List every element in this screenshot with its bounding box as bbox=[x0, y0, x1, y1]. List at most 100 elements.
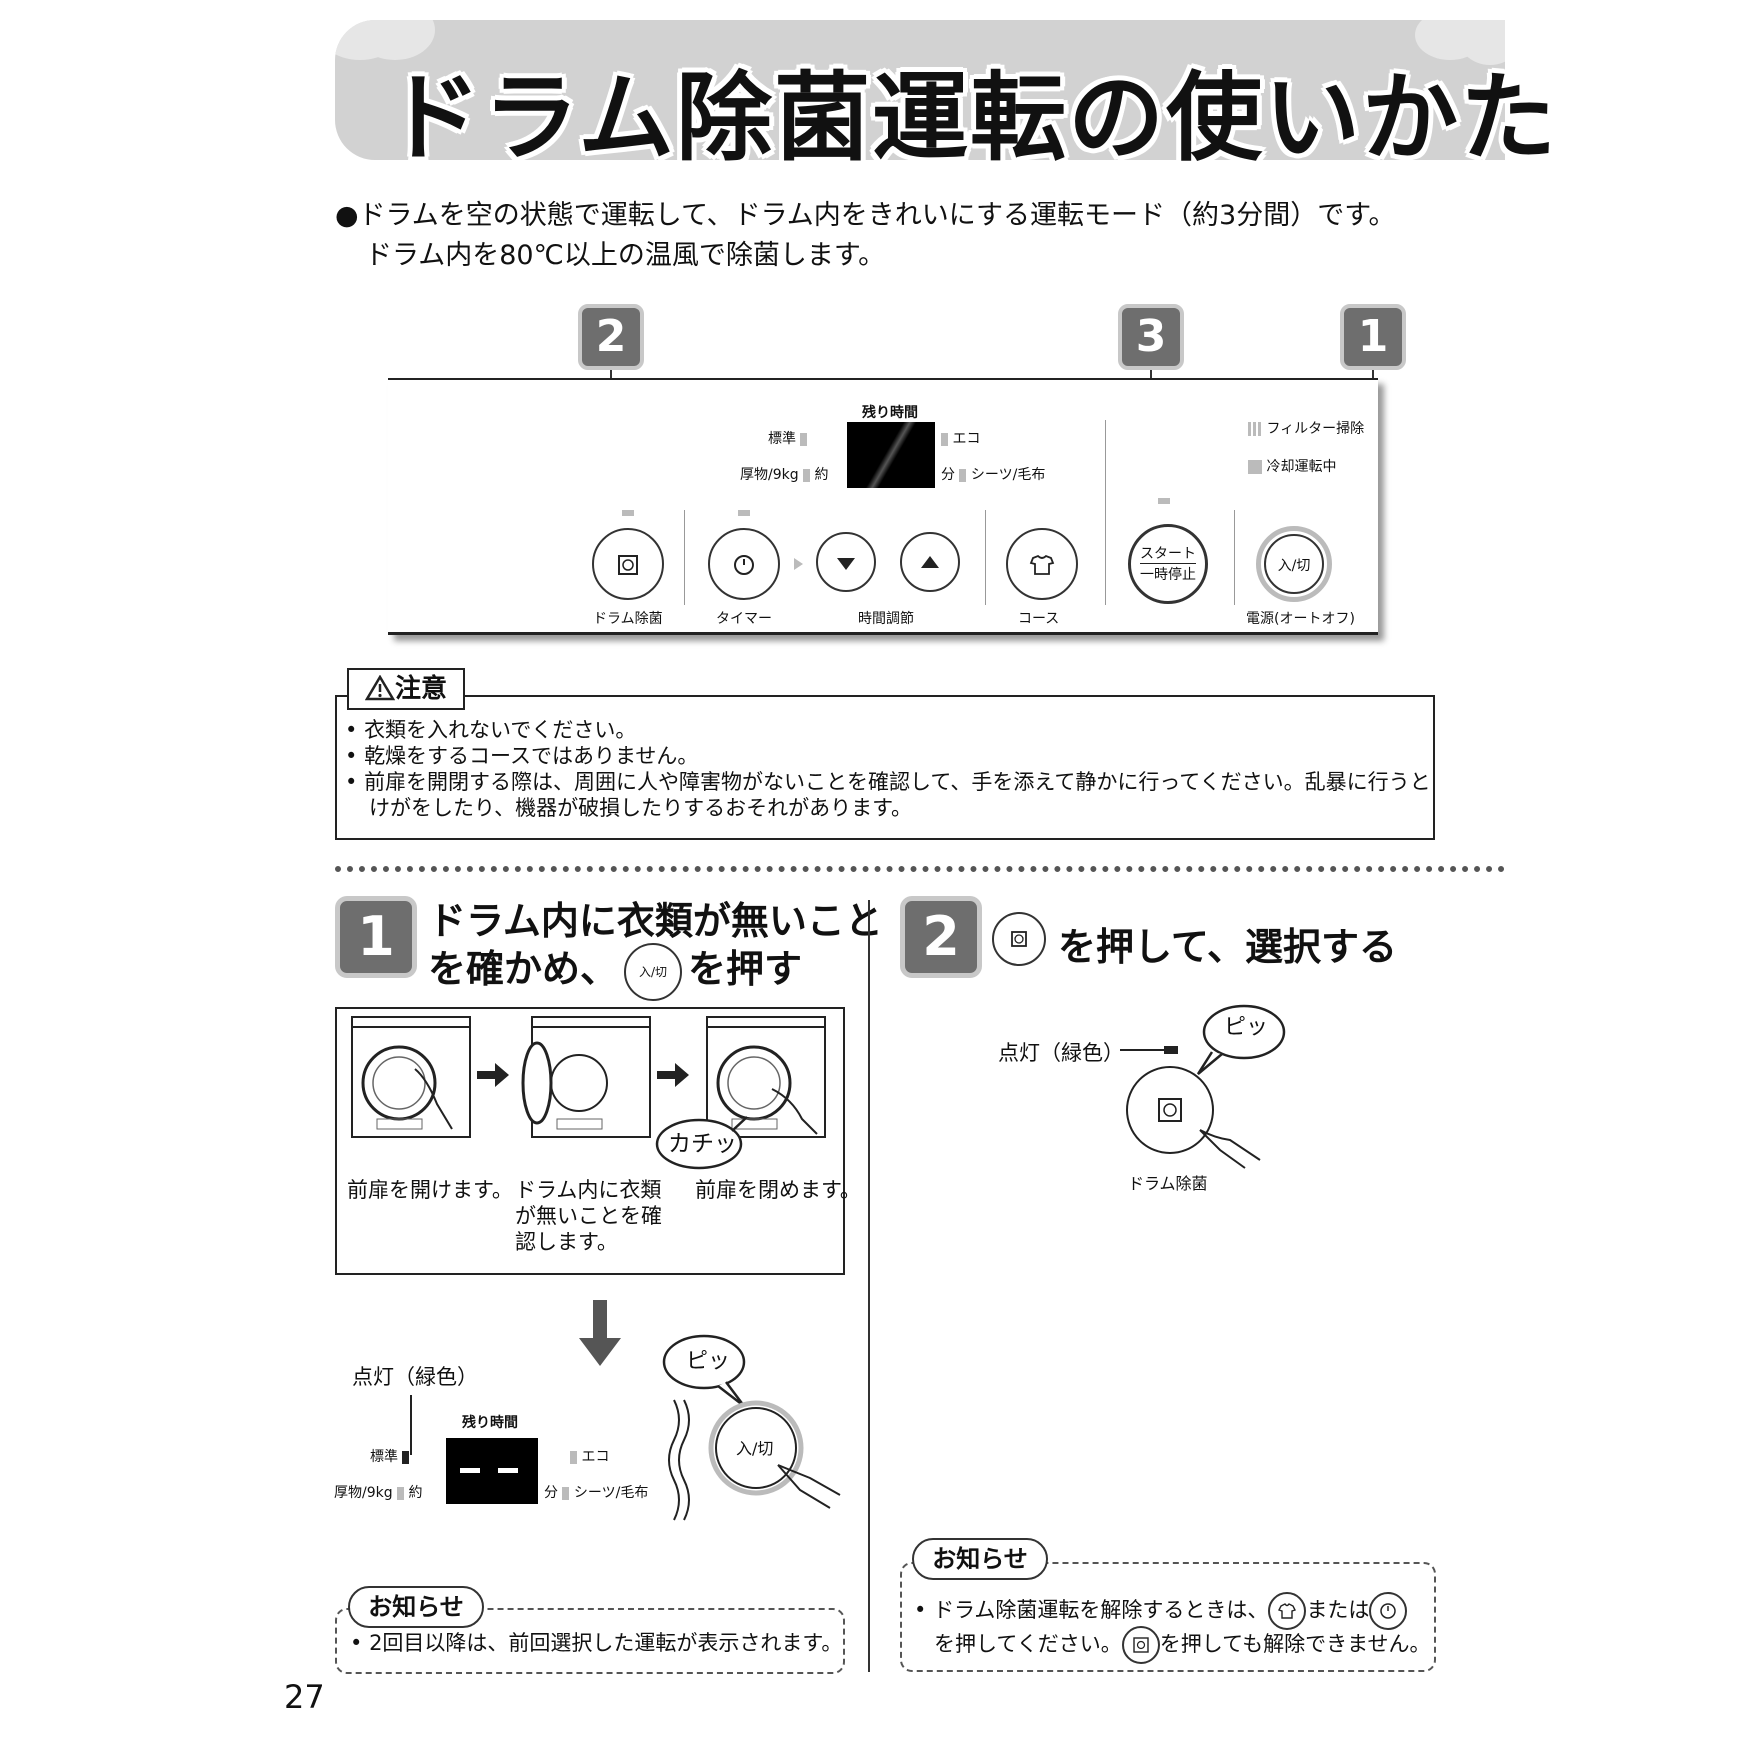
timer-label: タイマー bbox=[716, 611, 772, 627]
separator bbox=[1234, 510, 1235, 605]
speech-bubble bbox=[655, 1118, 743, 1170]
drum-sterilize-label: ドラム除菌 bbox=[593, 611, 663, 627]
panel-badge-1: 1 bbox=[1340, 304, 1406, 370]
notice-left-tag: お知らせ bbox=[348, 1586, 484, 1628]
door-illustration-box: カチッ 前扉を開けます。 ドラム内に衣類 が無いことを確 認します。 前扉を閉め… bbox=[335, 1007, 861, 1275]
arrow-right-icon bbox=[477, 1063, 509, 1087]
power-press-illustration bbox=[662, 1334, 841, 1521]
panel-badge-3: 3 bbox=[1118, 304, 1184, 370]
drum-icon bbox=[618, 555, 638, 575]
drum-icon-button bbox=[992, 912, 1046, 966]
drum-icon bbox=[1121, 1626, 1160, 1664]
control-panel: 残り時間 標準 厚物/9kg 約 エコ 分 シーツ/毛布 フィルター掃除 冷却運… bbox=[388, 378, 1378, 635]
lit-green-label: 点灯（緑色） bbox=[352, 1365, 478, 1389]
caution-tag-label: 注意 bbox=[394, 674, 447, 704]
list-item: • 衣類を入れないでください。 bbox=[345, 718, 637, 742]
panel-badge-2: 2 bbox=[578, 304, 644, 370]
caption-close: 前扉を閉めます。 bbox=[695, 1178, 861, 1202]
dotted-divider bbox=[335, 866, 1505, 872]
drum-sterilize-button[interactable] bbox=[592, 528, 664, 600]
separator bbox=[985, 510, 986, 605]
separator bbox=[684, 510, 685, 605]
drum-icon bbox=[1011, 931, 1027, 947]
intro-line-2: ドラム内を80℃以上の温風で除菌します。 bbox=[365, 240, 886, 271]
caution-tag: 注意 bbox=[347, 668, 465, 710]
time-display bbox=[847, 422, 935, 488]
separator bbox=[1105, 420, 1106, 605]
power-button-label: 入/切 bbox=[1277, 558, 1311, 574]
triangle-down-icon bbox=[837, 558, 855, 570]
page-number: 27 bbox=[284, 1678, 325, 1716]
cooling-label: 冷却運転中 bbox=[1248, 456, 1336, 476]
power-icon-button: 入/切 bbox=[624, 942, 683, 1001]
notice-right-line1: • ドラム除菌運転を解除するときは、または bbox=[914, 1592, 1408, 1630]
lit-green-label: 点灯（緑色） bbox=[998, 1041, 1124, 1065]
time-up-button[interactable] bbox=[900, 532, 960, 592]
caution-box bbox=[335, 695, 1435, 840]
timer-button[interactable] bbox=[708, 528, 780, 600]
step1-heading-line1: ドラム内に衣類が無いこと bbox=[428, 899, 883, 943]
warning-icon bbox=[364, 674, 396, 701]
sheets-label: 分 シーツ/毛布 bbox=[941, 467, 1046, 483]
time-display-dashes bbox=[446, 1438, 538, 1504]
start-pause-button[interactable]: スタート 一時停止 bbox=[1128, 524, 1208, 604]
course-button[interactable] bbox=[1006, 528, 1078, 600]
speech-bubble bbox=[662, 1334, 746, 1390]
eco-label: エコ bbox=[941, 428, 980, 448]
arrow-right-icon bbox=[657, 1063, 689, 1087]
sheets-label: 分 シーツ/毛布 bbox=[544, 1485, 649, 1501]
time-down-button[interactable] bbox=[816, 532, 876, 592]
arrow-down-icon bbox=[579, 1300, 621, 1366]
step1-heading-line2: を確かめ、入/切を押す bbox=[428, 938, 802, 1001]
title-band bbox=[335, 20, 1505, 160]
notice-left-text: • 2回目以降は、前回選択した運転が表示されます。 bbox=[350, 1631, 843, 1655]
clock-icon bbox=[734, 555, 754, 575]
notice-left-box bbox=[335, 1608, 845, 1674]
caution-list: • 衣類を入れないでください。 • 乾燥をするコースではありません。 • 前扉を… bbox=[345, 717, 1431, 821]
lit-pointer bbox=[410, 1395, 412, 1455]
thick-label: 厚物/9kg 約 bbox=[334, 1485, 423, 1501]
remaining-time-label: 残り時間 bbox=[462, 1415, 518, 1431]
course-label: コース bbox=[1018, 611, 1060, 627]
step2-badge: 2 bbox=[900, 896, 982, 978]
eco-label: エコ bbox=[570, 1446, 609, 1466]
notice-right-line2: を押してください。を押しても解除できません。 bbox=[934, 1626, 1430, 1664]
speech-bubble bbox=[1202, 1004, 1286, 1060]
notice-right-box bbox=[900, 1562, 1436, 1672]
intro-line-1: ●ドラムを空の状態で運転して、ドラム内をきれいにする運転モード（約3分間）です。 bbox=[335, 200, 1396, 231]
washer-open-icon bbox=[521, 1016, 651, 1138]
standard-label: 標準 bbox=[768, 428, 808, 448]
click-sound: カチッ bbox=[668, 1131, 737, 1157]
pause-label: 一時停止 bbox=[1140, 567, 1196, 583]
shirt-icon bbox=[1029, 554, 1055, 575]
power-button[interactable]: 入/切 bbox=[1256, 526, 1332, 602]
washer-closing-icon bbox=[706, 1016, 826, 1138]
drum-sterilize-label: ドラム除菌 bbox=[1128, 1174, 1208, 1193]
page-title: ドラム除菌運転の使いかた bbox=[385, 62, 1559, 174]
power-button-label: 入/切 bbox=[736, 1439, 774, 1458]
step1-badge: 1 bbox=[335, 896, 417, 978]
beep-label: ピッ bbox=[686, 1349, 731, 1374]
notice-right-tag: お知らせ bbox=[912, 1538, 1048, 1580]
timer-lamp bbox=[738, 510, 750, 516]
standard-label: 標準 bbox=[370, 1446, 410, 1466]
shirt-icon bbox=[1268, 1592, 1307, 1630]
remaining-time-label: 残り時間 bbox=[862, 405, 918, 421]
start-lamp bbox=[1158, 498, 1170, 504]
filter-label: フィルター掃除 bbox=[1248, 418, 1364, 438]
start-label: スタート bbox=[1140, 543, 1196, 564]
list-item: けがをしたり、機器が破損したりするおそれがあります。 bbox=[369, 796, 913, 820]
column-divider bbox=[868, 900, 870, 1672]
drum-press-illustration bbox=[1120, 1004, 1286, 1169]
caption-check-1: ドラム内に衣類 bbox=[515, 1178, 662, 1202]
caption-open: 前扉を開けます。 bbox=[347, 1178, 513, 1202]
intro-text: ●ドラムを空の状態で運転して、ドラム内をきれいにする運転モード（約3分間）です。… bbox=[335, 196, 1396, 276]
clock-icon bbox=[1369, 1592, 1408, 1630]
list-item: • 前扉を開閉する際は、周囲に人や障害物がないことを確認して、手を添えて静かに行… bbox=[345, 770, 1431, 794]
drum-lamp bbox=[622, 510, 634, 516]
list-item: • 乾燥をするコースではありません。 bbox=[345, 744, 699, 768]
step2-heading: を押して、選択する bbox=[1058, 925, 1397, 969]
washer-closed-icon bbox=[351, 1016, 471, 1138]
power-label: 電源(オートオフ) bbox=[1246, 611, 1355, 627]
